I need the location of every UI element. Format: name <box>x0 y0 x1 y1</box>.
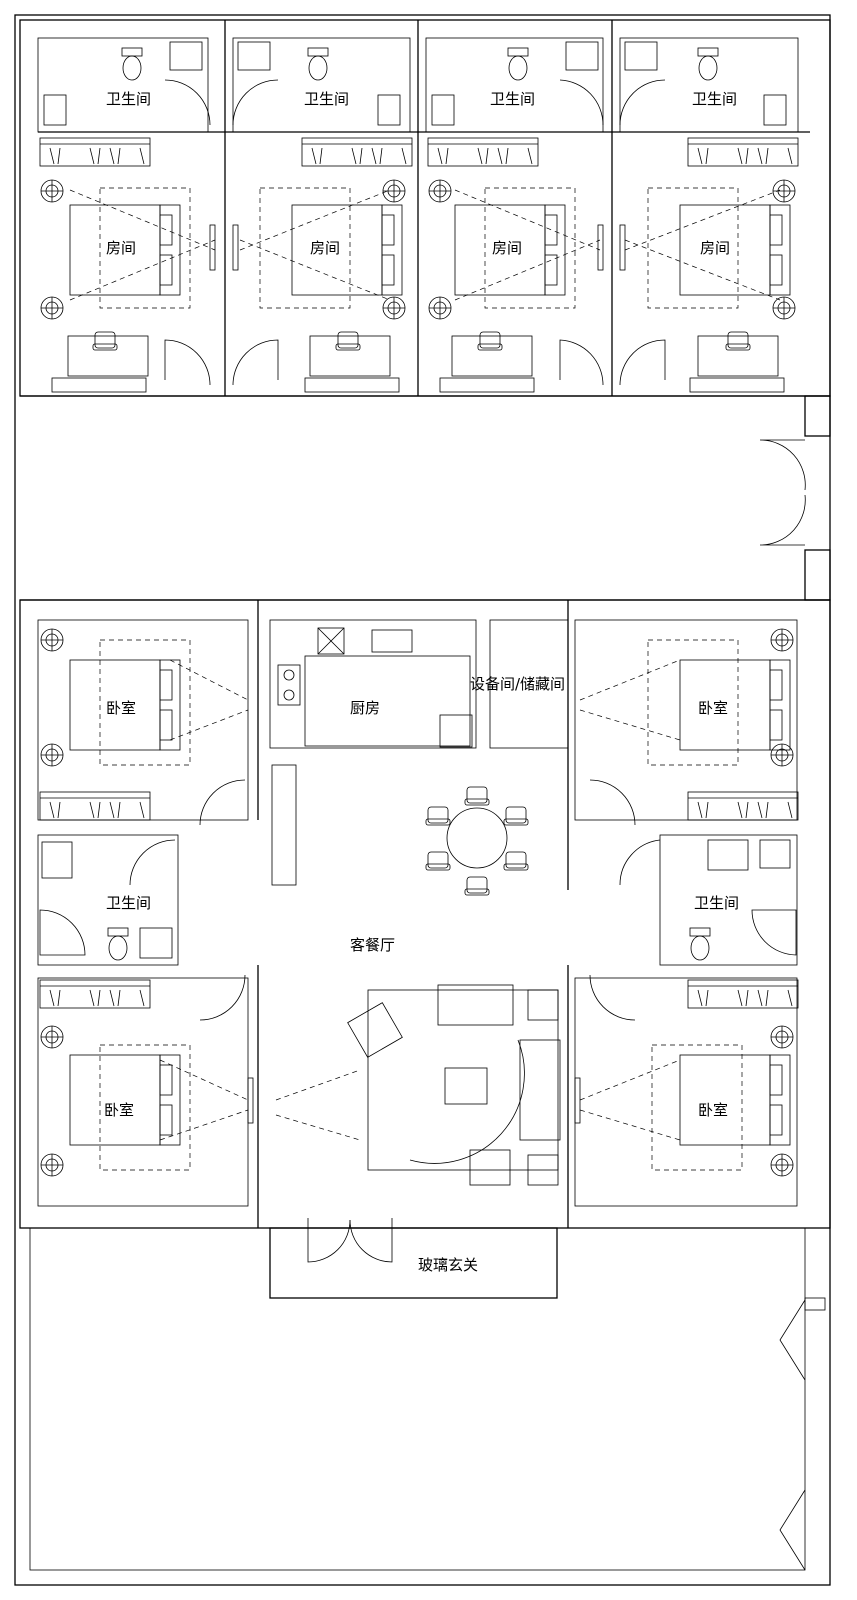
label-bedroom-se: 卧室 <box>698 1101 728 1119</box>
label-living-dining: 客餐厅 <box>350 936 395 954</box>
label-guest-room-3: 房间 <box>492 239 522 257</box>
label-guest-room-4: 房间 <box>700 239 730 257</box>
label-kitchen: 厨房 <box>350 699 380 717</box>
label-glass-foyer: 玻璃玄关 <box>418 1256 478 1274</box>
label-guest-room-1: 房间 <box>106 239 136 257</box>
courtyard-gate <box>759 395 831 601</box>
label-bedroom-ne: 卧室 <box>698 699 728 717</box>
label-bath-w: 卫生间 <box>106 894 151 912</box>
label-bath-2: 卫生间 <box>304 90 349 108</box>
guest-wing <box>19 19 831 397</box>
label-bath-4: 卫生间 <box>692 90 737 108</box>
label-bedroom-sw: 卧室 <box>104 1101 134 1119</box>
yard-gate <box>779 1297 826 1571</box>
glass-foyer <box>269 1218 558 1299</box>
main-house <box>19 599 831 1229</box>
label-guest-room-2: 房间 <box>310 239 340 257</box>
label-bath-1: 卫生间 <box>106 90 151 108</box>
front-yard <box>29 1227 806 1571</box>
label-equipment-storage: 设备间/储藏间 <box>470 675 565 693</box>
label-bedroom-nw: 卧室 <box>106 699 136 717</box>
label-bath-3: 卫生间 <box>490 90 535 108</box>
label-bath-e: 卫生间 <box>694 894 739 912</box>
